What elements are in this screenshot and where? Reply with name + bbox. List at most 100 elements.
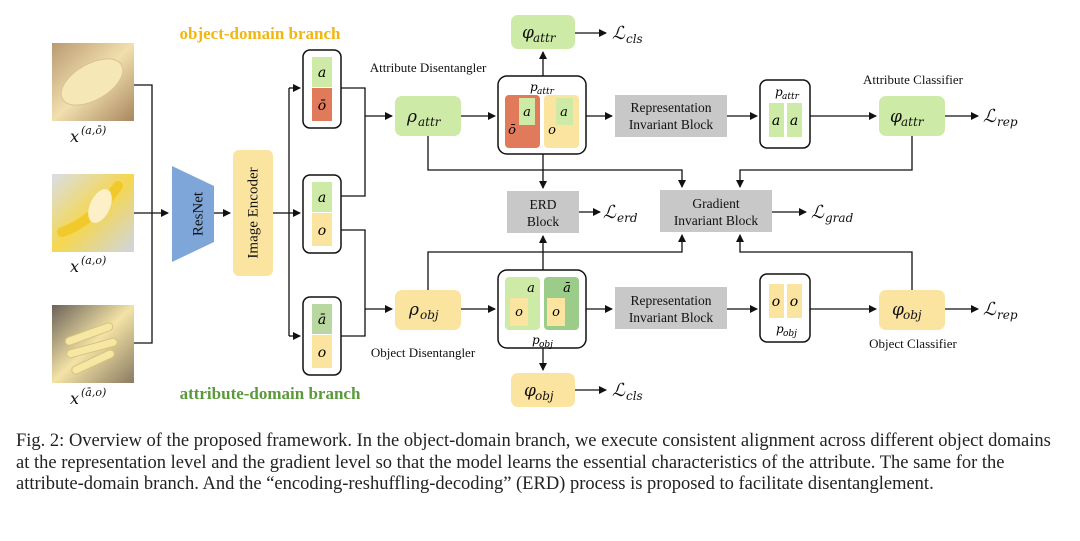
svg-text:ā: ā <box>563 281 571 296</box>
svg-text:obj: obj <box>420 308 439 322</box>
svg-text:φ: φ <box>892 300 904 320</box>
image-encoder-block <box>233 150 273 276</box>
attribute-disentangler-label: Attribute Disentangler <box>370 60 487 75</box>
svg-text:o: o <box>515 305 523 320</box>
svg-text:p: p <box>776 322 784 336</box>
svg-text:a: a <box>318 65 326 81</box>
aligned-pobj-group: o o p obj <box>759 273 811 343</box>
phi-obj-cls-label: φ obj <box>524 381 554 403</box>
phi-attr-cls-label: φ attr <box>522 23 557 45</box>
loss-cls-top: ℒ cls <box>612 23 643 46</box>
framework-diagram: object-domain branch attribute-domain br… <box>52 15 1018 408</box>
rho-obj-block <box>395 290 461 330</box>
svg-text:φ: φ <box>522 23 534 43</box>
gib-line1: Gradient <box>692 196 739 211</box>
svg-text:attr: attr <box>418 115 442 129</box>
svg-text:attr: attr <box>537 87 555 97</box>
attribute-classifier-label: Attribute Classifier <box>863 72 964 87</box>
gradient-invariant-block <box>660 190 772 232</box>
svg-text:obj: obj <box>903 308 922 322</box>
svg-text:ℒ: ℒ <box>983 299 997 320</box>
svg-text:o: o <box>318 223 326 239</box>
phi-attr-classifier-label: φ attr <box>890 107 925 129</box>
resnet-block <box>172 166 214 262</box>
svg-text:o: o <box>552 305 560 320</box>
svg-text:ℒ: ℒ <box>612 23 626 44</box>
svg-text:x: x <box>70 127 79 146</box>
rho-attr-label: ρ attr <box>406 107 442 129</box>
rho-attr-block <box>395 96 461 136</box>
svg-text:a: a <box>560 105 568 120</box>
loss-rep-bottom: ℒ rep <box>983 299 1018 322</box>
aligned-pattr-group: a a p attr <box>759 79 811 149</box>
erd-label-line2: Block <box>527 214 559 229</box>
object-classifier-label: Object Classifier <box>869 336 957 351</box>
loss-erd: ℒ erd <box>603 202 638 225</box>
svg-text:ō: ō <box>508 123 516 138</box>
object-domain-title: object-domain branch <box>179 24 341 43</box>
svg-text:(ā,o): (ā,o) <box>81 386 106 399</box>
pobj-feature-group: a o ā o p obj <box>497 269 587 350</box>
feature-column-3: ā o <box>302 296 342 376</box>
input-image-peeled-banana <box>52 43 134 121</box>
phi-attr-cls-block <box>511 15 575 49</box>
svg-text:grad: grad <box>825 211 854 225</box>
input-image-sliced-banana <box>52 305 134 383</box>
svg-text:ō: ō <box>318 98 326 114</box>
svg-text:attr: attr <box>901 115 925 129</box>
rib-bottom-line1: Representation <box>631 293 712 308</box>
attribute-domain-title: attribute-domain branch <box>180 384 361 403</box>
erd-block <box>507 191 579 233</box>
erd-label-line1: ERD <box>530 197 557 212</box>
rep-invariant-block-bottom <box>615 287 727 329</box>
svg-text:ℒ: ℒ <box>811 202 825 223</box>
svg-text:ℒ: ℒ <box>983 106 997 127</box>
svg-text:attr: attr <box>782 92 800 102</box>
svg-text:obj: obj <box>539 340 553 350</box>
svg-text:ρ: ρ <box>408 300 419 320</box>
phi-attr-classifier-block <box>879 96 945 136</box>
svg-text:o: o <box>772 294 780 310</box>
svg-text:a: a <box>790 113 798 129</box>
feature-column-2: a o <box>302 174 342 254</box>
svg-text:p: p <box>530 80 538 94</box>
gib-line2: Invariant Block <box>674 213 759 228</box>
feature-column-1: a ō <box>302 49 342 129</box>
svg-text:cls: cls <box>626 32 643 46</box>
svg-text:ℒ: ℒ <box>612 380 626 401</box>
svg-text:p: p <box>775 85 783 99</box>
rho-obj-label: ρ obj <box>408 300 439 322</box>
svg-text:erd: erd <box>617 211 638 225</box>
object-disentangler-label: Object Disentangler <box>371 345 476 360</box>
loss-cls-bottom: ℒ cls <box>612 380 643 403</box>
input-label-1: x (a,ō) <box>70 124 106 146</box>
svg-text:ℒ: ℒ <box>603 202 617 223</box>
loss-rep-top: ℒ rep <box>983 106 1018 129</box>
svg-text:a: a <box>772 113 780 129</box>
svg-text:(a,o): (a,o) <box>81 254 106 267</box>
pattr-feature-group: a ō a o p attr <box>497 75 587 155</box>
svg-text:φ: φ <box>524 381 536 401</box>
svg-text:o: o <box>318 345 326 361</box>
svg-text:x: x <box>70 257 79 276</box>
svg-text:a: a <box>318 190 326 206</box>
image-encoder-label: Image Encoder <box>245 167 261 258</box>
svg-text:(a,ō): (a,ō) <box>81 124 106 137</box>
input-label-3: x (ā,o) <box>70 386 106 408</box>
svg-text:attr: attr <box>533 31 557 45</box>
phi-obj-classifier-block <box>879 290 945 330</box>
column-connectors <box>341 87 393 337</box>
phi-obj-cls-block <box>511 373 575 407</box>
svg-text:rep: rep <box>997 115 1018 129</box>
svg-text:o: o <box>790 294 798 310</box>
svg-text:ρ: ρ <box>406 107 417 127</box>
input-image-banana <box>52 174 134 252</box>
rep-invariant-block-top <box>615 95 727 137</box>
encoder-connectors <box>273 84 301 340</box>
svg-text:p: p <box>532 333 540 347</box>
svg-text:cls: cls <box>626 389 643 403</box>
svg-text:rep: rep <box>997 308 1018 322</box>
rib-top-line2: Invariant Block <box>629 117 714 132</box>
loss-grad: ℒ grad <box>811 202 854 225</box>
svg-text:φ: φ <box>890 107 902 127</box>
